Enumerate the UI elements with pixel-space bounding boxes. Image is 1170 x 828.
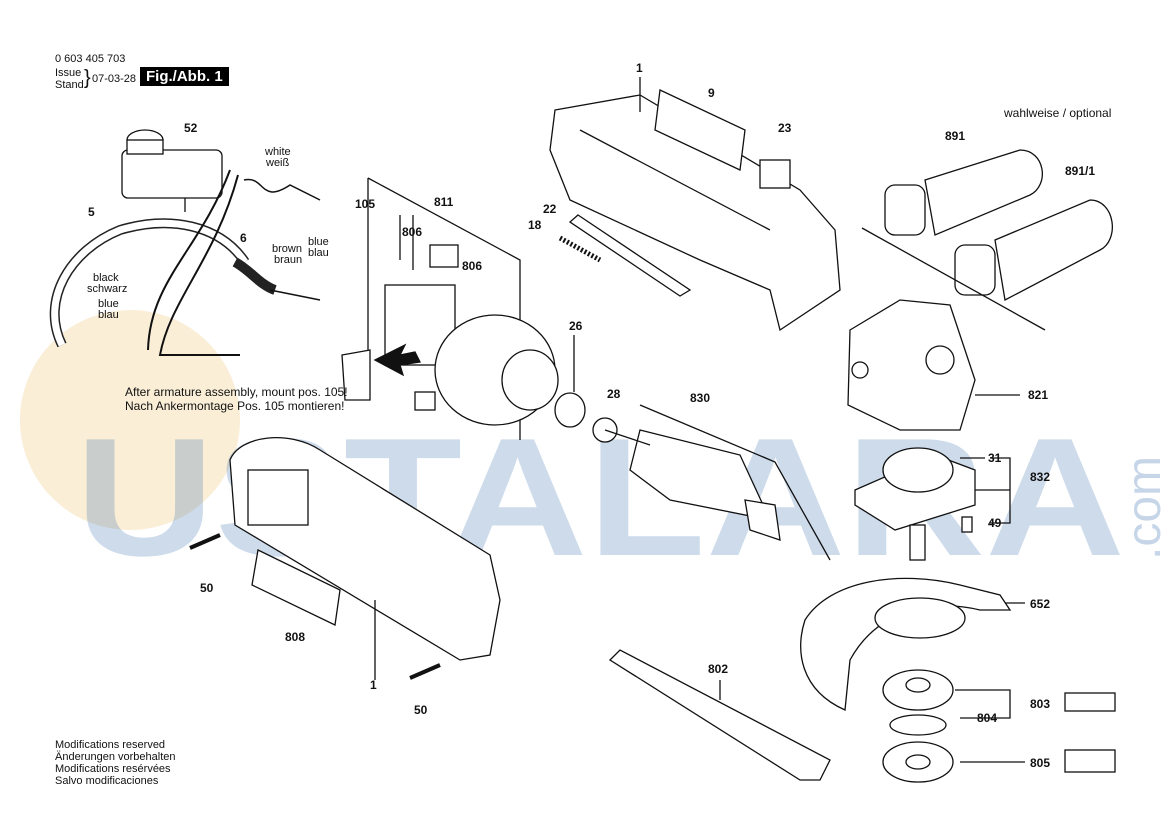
figure-label: Fig./Abb. 1 bbox=[140, 67, 229, 86]
wire-label-schwarz: schwarz bbox=[87, 283, 127, 295]
wire-label-black: black bbox=[93, 272, 119, 284]
screw-49 bbox=[961, 516, 973, 533]
screw-50b bbox=[409, 663, 441, 680]
gear-head-821 bbox=[847, 299, 976, 431]
part-number-18: 18 bbox=[528, 218, 542, 232]
bearing-26 bbox=[554, 392, 586, 428]
wire-label-white: white bbox=[264, 146, 291, 158]
part-number-806a: 806 bbox=[402, 225, 422, 239]
switch-assembly bbox=[121, 129, 223, 212]
nut-805 bbox=[882, 741, 1116, 783]
footer-note-es: Salvo modificaciones bbox=[55, 775, 159, 787]
part-number-49: 49 bbox=[988, 516, 1002, 530]
part-number-22: 22 bbox=[543, 202, 557, 216]
assembly-note-de: Nach Ankermontage Pos. 105 montieren! bbox=[125, 399, 345, 413]
issue-date: 07-03-28 bbox=[92, 73, 137, 85]
part-number-811: 811 bbox=[434, 195, 454, 209]
label-808 bbox=[251, 549, 341, 626]
cable-sleeve bbox=[232, 257, 277, 295]
wire-black bbox=[147, 169, 231, 351]
watermark-circle bbox=[20, 310, 240, 530]
optional-label: wahlweise / optional bbox=[1004, 106, 1112, 120]
part-number-821: 821 bbox=[1028, 388, 1048, 402]
handle-891-1 bbox=[954, 199, 1113, 301]
part-number-891-1: 891/1 bbox=[1065, 164, 1095, 178]
wire-white bbox=[243, 178, 321, 201]
footer-notes: Modifications reserved Änderungen vorbeh… bbox=[55, 739, 175, 787]
wrench-802 bbox=[608, 649, 831, 781]
part-number-1-top: 1 bbox=[636, 61, 643, 75]
wire-brown-blue bbox=[269, 289, 321, 301]
handle-891 bbox=[884, 149, 1043, 236]
footer-note-fr: Modifications resérvées bbox=[55, 763, 171, 775]
part-number-891: 891 bbox=[945, 129, 965, 143]
part-number-52: 52 bbox=[184, 121, 198, 135]
assembly-note-en: After armature assembly, mount pos. 105! bbox=[125, 385, 348, 399]
footer-note-de: Änderungen vorbehalten bbox=[55, 751, 176, 763]
bearing-flange-832 bbox=[854, 447, 976, 561]
document-number: 0 603 405 703 bbox=[55, 53, 126, 65]
part-number-5: 5 bbox=[88, 205, 95, 219]
part-number-50b: 50 bbox=[414, 703, 428, 717]
part-number-806b: 806 bbox=[462, 259, 482, 273]
part-number-805: 805 bbox=[1030, 756, 1050, 770]
part-number-804: 804 bbox=[977, 711, 997, 725]
part-labels: 1 9 23 52 5 6 105 811 806 806 22 18 26 2… bbox=[88, 61, 1095, 770]
part-number-1-bottom: 1 bbox=[370, 678, 377, 692]
screw-50a bbox=[189, 533, 221, 550]
wire-label-brown: brown bbox=[272, 243, 302, 255]
lock-bar-22 bbox=[568, 214, 692, 297]
spring-18 bbox=[558, 235, 602, 263]
issue-label: Issue bbox=[55, 67, 82, 79]
flange-803 bbox=[882, 669, 1116, 712]
part-number-803: 803 bbox=[1030, 697, 1050, 711]
stand-label: Stand bbox=[55, 79, 84, 91]
part-number-26: 26 bbox=[569, 319, 583, 333]
housing-lower bbox=[229, 437, 501, 661]
part-number-105: 105 bbox=[355, 197, 375, 211]
guard-652 bbox=[800, 577, 1012, 711]
wire-label-blau-1: blau bbox=[308, 247, 329, 259]
part-number-830: 830 bbox=[690, 391, 710, 405]
footer-note-en: Modifications reserved bbox=[55, 739, 166, 751]
bracket-830 bbox=[639, 404, 831, 561]
part-number-31: 31 bbox=[988, 451, 1002, 465]
wire-labels: white weiß brown braun blue blau black s… bbox=[87, 146, 329, 321]
housing-upper bbox=[549, 89, 841, 332]
part-number-28: 28 bbox=[607, 387, 621, 401]
part-number-50a: 50 bbox=[200, 581, 214, 595]
label-plate-9 bbox=[654, 89, 746, 171]
wire-label-blue-2: blue bbox=[98, 298, 119, 310]
part-number-802: 802 bbox=[708, 662, 728, 676]
optional-leader bbox=[861, 227, 1046, 331]
part-number-9: 9 bbox=[708, 86, 715, 100]
mount-arrow bbox=[373, 343, 421, 377]
wire-label-blue-1: blue bbox=[308, 236, 329, 248]
wire-label-blau-2: blau bbox=[98, 309, 119, 321]
brace-glyph: } bbox=[84, 67, 91, 89]
armature bbox=[592, 417, 781, 541]
part-number-832: 832 bbox=[1030, 470, 1050, 484]
part-number-6: 6 bbox=[240, 231, 247, 245]
wire-label-braun: braun bbox=[274, 254, 302, 266]
wire-blue bbox=[158, 174, 240, 356]
wire-label-weiss: weiß bbox=[265, 157, 290, 169]
part-number-652: 652 bbox=[1030, 597, 1050, 611]
part-number-808: 808 bbox=[285, 630, 305, 644]
part-number-23: 23 bbox=[778, 121, 792, 135]
stator-assembly bbox=[341, 244, 559, 426]
bracket-803 bbox=[955, 689, 1011, 719]
watermark-suffix: .com bbox=[1118, 456, 1170, 560]
clip-23 bbox=[759, 159, 791, 189]
ring-804 bbox=[889, 714, 947, 736]
